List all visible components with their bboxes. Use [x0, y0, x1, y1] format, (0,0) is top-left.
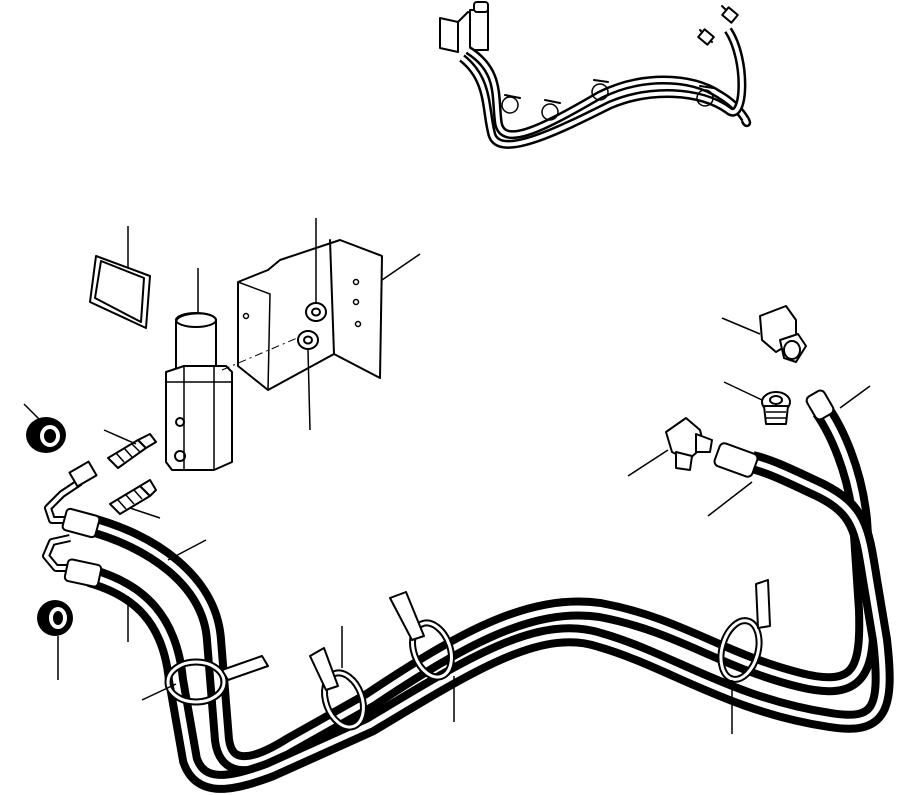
gasket-icon: [89, 226, 151, 329]
hose-icon: [85, 403, 878, 775]
plug-icon: [37, 600, 73, 680]
clamp-icon: [141, 655, 269, 706]
adapter-icon: [109, 479, 161, 519]
adapter-icon: [723, 381, 791, 425]
overview-inset: [439, 1, 752, 149]
clamp-icon: [717, 579, 771, 734]
hose-left-end-fittings: [61, 507, 207, 642]
hose-icon: [44, 460, 98, 524]
hose-icon: [42, 534, 74, 572]
washer-icon: [305, 218, 327, 322]
hose-right-end-fittings: [707, 385, 871, 517]
plug-icon: [23, 403, 66, 453]
valve-icon: [165, 268, 233, 471]
washer-icon: [297, 330, 319, 431]
adapter-icon: [103, 429, 157, 469]
elbow-fitting-icon: [627, 417, 713, 477]
clamp-icon: [389, 591, 455, 722]
hose-icon: [86, 451, 894, 793]
elbow-fitting-icon: [721, 305, 807, 363]
clamp-icon: [309, 626, 367, 731]
